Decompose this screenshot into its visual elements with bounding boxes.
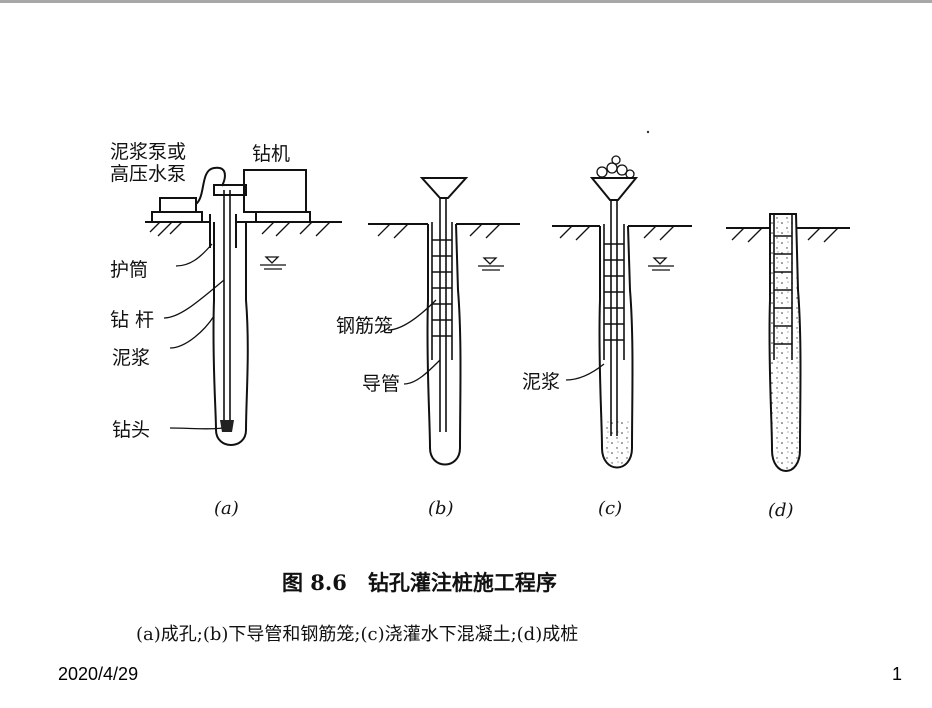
rebar-cage-c [603,224,625,360]
tremie-b [439,198,447,432]
top-border [0,0,932,3]
ground-line-d [726,227,850,243]
drill-rig [213,169,311,223]
drill-rod-a [220,190,234,432]
ground-line-a [145,221,342,237]
panel-c: 泥浆 (c) [522,155,692,519]
label-casing: 护筒 [110,259,148,281]
ground-line-c [552,225,692,241]
mud-pump [151,197,203,223]
label-drill-rig: 钻机 [252,143,290,165]
concrete-in-funnel [596,155,635,179]
tremie-c [610,200,618,436]
borehole-a [212,222,249,446]
water-level-b [478,257,504,271]
rebar-cage-d [773,214,793,360]
label-mud-a: 泥浆 [112,347,150,369]
label-pump-line2: 高压水泵 [110,163,186,185]
pump-hose [195,166,226,205]
figure-title: 图 8.6 钻孔灌注桩施工程序 [282,570,557,595]
concrete-fill-c [603,420,631,465]
sub-label-a: (a) [214,498,239,519]
sub-label-b: (b) [428,498,454,519]
label-drill-rod: 钻 杆 [110,309,154,331]
footer-date: 2020/4/29 [58,664,139,684]
funnel-b [419,177,469,199]
panel-a: 泥浆泵或 高压水泵 钻机 护筒 钻 杆 泥浆 钻头 (a) [110,141,342,519]
label-rebar-cage: 钢筋笼 [336,315,393,337]
label-tremie: 导管 [362,373,400,395]
panel-d: (d) [726,213,850,521]
label-pump-line1: 泥浆泵或 [110,141,186,163]
ground-line-b [368,223,520,239]
sub-label-c: (c) [598,498,622,519]
casing-a [209,214,237,248]
funnel-c [589,177,639,201]
borehole-b [426,223,462,466]
figure-caption: (a)成孔;(b)下导管和钢筋笼;(c)浇灌水下混凝土;(d)成桩 [136,624,578,645]
water-level-c [648,257,674,271]
label-mud-c: 泥浆 [522,371,560,393]
page-number: 1 [892,664,903,684]
rebar-cage-b [431,222,453,360]
label-drill-bit: 钻头 [112,419,150,441]
water-level-a [260,256,286,270]
borehole-c [598,225,634,469]
sub-label-d: (d) [768,500,794,521]
panel-b: 钢筋笼 导管 (b) [336,177,520,519]
